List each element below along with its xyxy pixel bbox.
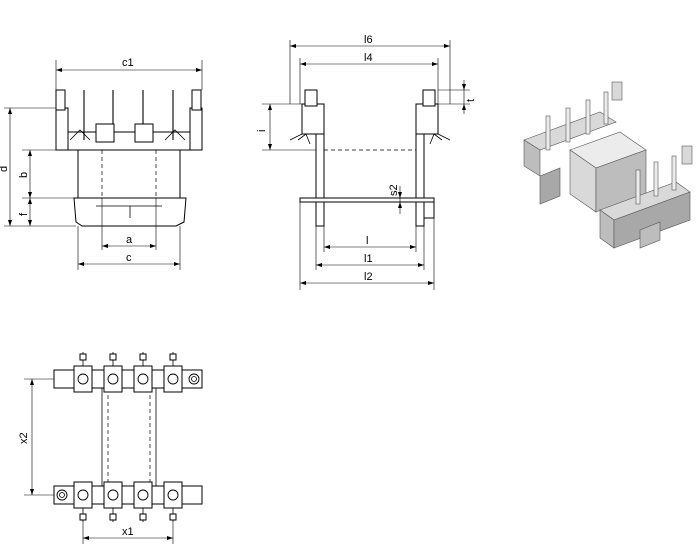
dim-a: a [126, 234, 133, 246]
side-view: l6 l4 t i s2 l [256, 34, 477, 290]
side-right-pin [422, 89, 436, 107]
dim-x2: x2 [18, 432, 30, 444]
dim-c1: c1 [122, 57, 134, 69]
front-winding-body [77, 149, 181, 199]
dim-l: l [366, 235, 368, 247]
front-left-peg [55, 89, 66, 111]
front-view: c1 d b f a c [0, 57, 203, 270]
front-terminal-1 [95, 123, 115, 143]
front-right-wall [189, 107, 203, 151]
side-base-plate [299, 197, 435, 203]
dim-b: b [18, 172, 30, 178]
front-terminal-2 [134, 123, 154, 143]
dim-i: i [256, 130, 268, 132]
dim-d: d [0, 166, 10, 172]
isometric-view [523, 81, 693, 249]
dim-x1: x1 [122, 526, 134, 538]
front-left-wall [55, 107, 69, 151]
dim-l2: l2 [364, 271, 373, 283]
dim-t: t [465, 99, 477, 102]
dim-l6: l6 [364, 34, 373, 46]
dim-l1: l1 [364, 253, 373, 265]
dim-c: c [126, 252, 132, 264]
dim-s2: s2 [388, 184, 400, 196]
dim-l4: l4 [364, 52, 373, 64]
side-left-pin [304, 89, 318, 107]
top-view: x2 x1 [18, 352, 203, 544]
dim-f: f [18, 212, 30, 216]
side-right-block [415, 103, 439, 135]
front-hooks [69, 129, 186, 141]
front-right-peg [191, 89, 202, 111]
side-left-block [301, 103, 325, 135]
